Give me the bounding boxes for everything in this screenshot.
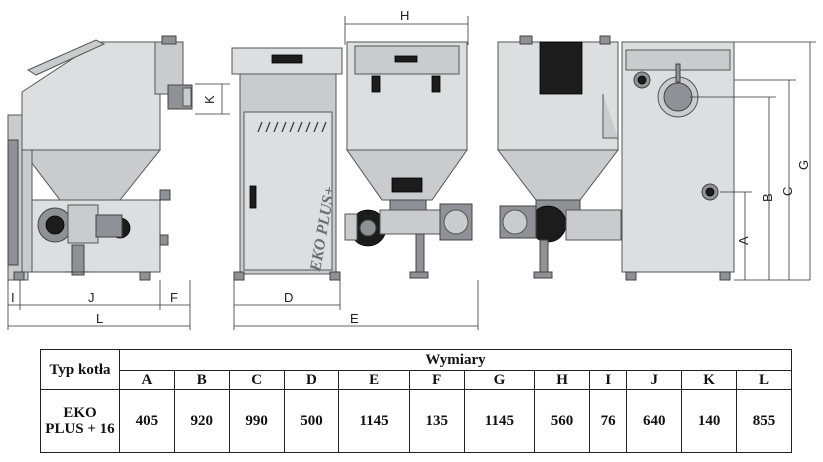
dim-label-c: C bbox=[780, 187, 795, 196]
column-header: F bbox=[408, 370, 465, 390]
column-header: D bbox=[283, 370, 340, 390]
dim-label-d: D bbox=[284, 290, 293, 305]
type-header: Typ kotła bbox=[40, 349, 120, 390]
front-view: EKO PLUS+ bbox=[231, 47, 478, 330]
dim-label-b: B bbox=[760, 193, 775, 202]
value-cell: 500 bbox=[283, 389, 340, 453]
value-cell: 405 bbox=[119, 389, 175, 453]
column-header: E bbox=[338, 370, 410, 390]
dim-label-l: L bbox=[96, 311, 103, 326]
value-cell: 990 bbox=[228, 389, 285, 453]
dim-label-k: K bbox=[202, 95, 217, 104]
value-cell: 560 bbox=[534, 389, 590, 453]
dim-label-h: H bbox=[400, 8, 409, 23]
value-cell: 140 bbox=[681, 389, 737, 453]
column-header: H bbox=[534, 370, 590, 390]
dim-label-j: J bbox=[88, 290, 95, 305]
value-cell: 76 bbox=[588, 389, 628, 453]
dim-label-a: A bbox=[736, 236, 751, 245]
column-header: B bbox=[173, 370, 230, 390]
column-header: I bbox=[588, 370, 628, 390]
side-view-right bbox=[496, 35, 816, 281]
value-cell: 855 bbox=[736, 389, 792, 453]
value-cell: 135 bbox=[408, 389, 465, 453]
model-name: EKO PLUS + 16 bbox=[40, 389, 120, 453]
column-header: A bbox=[119, 370, 175, 390]
dim-label-i: I bbox=[11, 290, 15, 305]
dimensions-header: Wymiary bbox=[119, 349, 792, 371]
value-cell: 1145 bbox=[338, 389, 410, 453]
value-cell: 640 bbox=[626, 389, 683, 453]
column-header: L bbox=[736, 370, 792, 390]
column-header: J bbox=[626, 370, 683, 390]
column-header: C bbox=[228, 370, 285, 390]
side-view-left bbox=[7, 35, 230, 330]
column-header: K bbox=[681, 370, 737, 390]
dim-label-f: F bbox=[170, 290, 178, 305]
boiler-technical-drawing: EKO PLUS+ bbox=[7, 8, 816, 330]
hopper-view bbox=[344, 16, 479, 330]
column-header: G bbox=[463, 370, 536, 390]
table-row: EKO PLUS + 16 405 920 990 500 1145 135 1… bbox=[40, 389, 792, 453]
dim-label-g: G bbox=[796, 160, 811, 170]
value-cell: 920 bbox=[173, 389, 230, 453]
dim-label-e: E bbox=[350, 311, 359, 326]
value-cell: 1145 bbox=[463, 389, 536, 453]
dimensions-table: Typ kotła Wymiary A B C D E F G H I J K … bbox=[40, 349, 792, 453]
